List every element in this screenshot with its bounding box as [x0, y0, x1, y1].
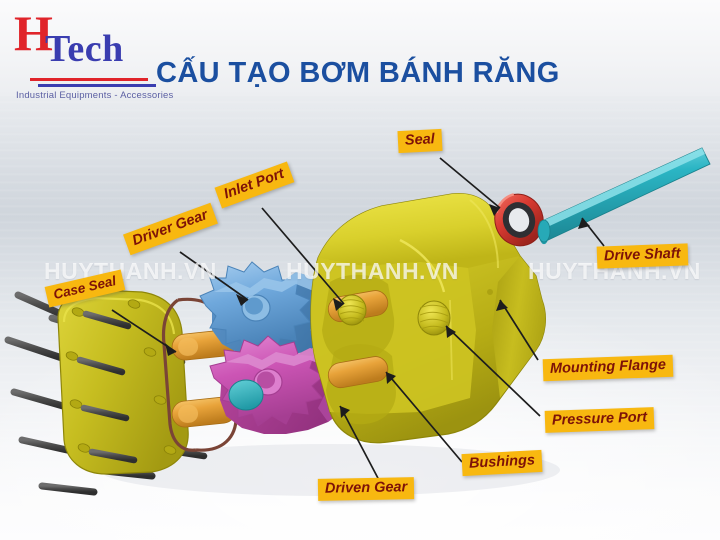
logo-rule-red	[30, 78, 148, 81]
label-mounting-flange[interactable]: Mounting Flange	[542, 354, 674, 382]
logo-tagline: Industrial Equipments - Accessories	[16, 90, 174, 101]
label-drive-shaft[interactable]: Drive Shaft	[596, 243, 688, 269]
pump-body-housing	[310, 193, 546, 444]
logo-word-tech: Tech	[45, 28, 124, 70]
watermark: HUYTHANH.VN	[286, 258, 459, 284]
label-driven-gear[interactable]: Driven Gear	[317, 477, 415, 502]
logo-rule-blue	[38, 84, 156, 87]
inlet-port-thread	[337, 294, 367, 326]
pressure-port-thread	[417, 300, 451, 336]
htech-logo: H Tech Industrial Equipments - Accessori…	[8, 5, 173, 102]
page-title: CẤU TẠO BƠM BÁNH RĂNG	[156, 57, 560, 89]
drive-shaft	[537, 147, 711, 245]
label-pressure-port[interactable]: Pressure Port	[544, 407, 655, 434]
label-bushings[interactable]: Bushings	[461, 449, 543, 477]
logo-letter-h: H	[14, 5, 53, 61]
label-seal[interactable]: Seal	[397, 128, 443, 154]
